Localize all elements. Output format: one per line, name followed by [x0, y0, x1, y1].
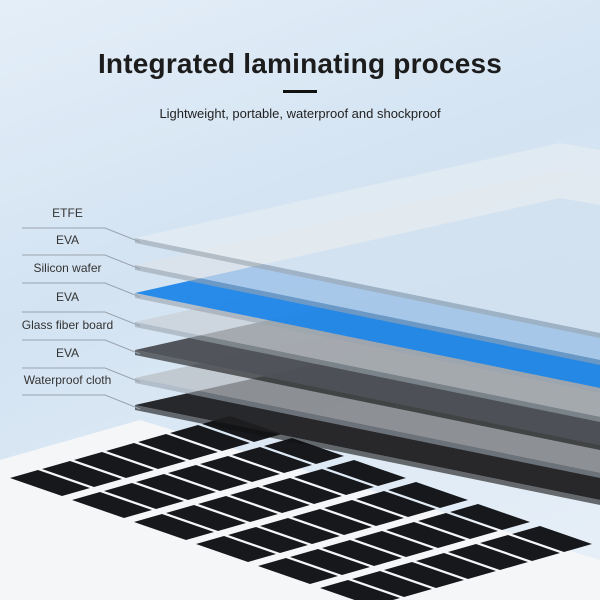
solar-cell	[198, 496, 278, 522]
leader-line	[22, 311, 141, 327]
page-title: Integrated laminating process	[97, 48, 503, 79]
solar-cell	[10, 470, 90, 496]
layer-label: EVA	[55, 233, 80, 247]
layer-label: Glass fiber board	[21, 318, 114, 332]
solar-cell	[228, 527, 308, 553]
subtitle: Lightweight, portable, waterproof and sh…	[159, 106, 441, 121]
solar-cell	[416, 553, 496, 579]
solar-cell	[104, 483, 184, 509]
solar-cell	[480, 535, 560, 561]
solar-cell	[294, 469, 374, 495]
solar-cell	[384, 562, 464, 588]
solar-cell	[262, 478, 342, 504]
solar-cell	[258, 558, 338, 584]
solar-cell	[168, 465, 248, 491]
solar-cell	[324, 500, 404, 526]
solar-cell	[292, 509, 372, 535]
layer-etfe	[135, 143, 600, 333]
solar-cell	[352, 571, 432, 597]
solar-cell	[354, 531, 434, 557]
leader-line	[22, 254, 141, 270]
layer-label: Silicon wafer	[33, 261, 102, 275]
layer-label: Waterproof cloth	[23, 373, 112, 387]
solar-cell	[320, 580, 400, 600]
solar-cell	[322, 540, 402, 566]
solar-cell	[230, 487, 310, 513]
title-divider	[283, 90, 317, 93]
solar-cell	[42, 461, 122, 487]
solar-cell	[264, 438, 344, 464]
solar-cell	[74, 452, 154, 478]
solar-cell	[388, 482, 468, 508]
leader-line	[22, 367, 141, 383]
solar-cell	[326, 460, 406, 486]
solar-cell	[136, 474, 216, 500]
layer-label: ETFE	[52, 206, 83, 220]
solar-cell	[134, 514, 214, 540]
solar-cell	[166, 505, 246, 531]
solar-cell	[290, 549, 370, 575]
solar-cell	[450, 504, 530, 530]
leader-line	[22, 227, 141, 243]
solar-cell	[260, 518, 340, 544]
leader-line	[22, 339, 141, 355]
solar-cell	[196, 536, 276, 562]
solar-cell	[418, 513, 498, 539]
leader-line	[22, 282, 141, 298]
solar-cell	[106, 443, 186, 469]
solar-cell	[200, 456, 280, 482]
solar-cell	[232, 447, 312, 473]
solar-cell	[170, 425, 250, 451]
layer-label: EVA	[55, 346, 80, 360]
solar-cell	[356, 491, 436, 517]
solar-cell	[386, 522, 466, 548]
solar-cell	[72, 492, 152, 518]
leader-line	[22, 394, 141, 410]
solar-cell	[512, 526, 592, 552]
layer-label: EVA	[55, 290, 80, 304]
solar-cell	[448, 544, 528, 570]
solar-cell	[138, 434, 218, 460]
